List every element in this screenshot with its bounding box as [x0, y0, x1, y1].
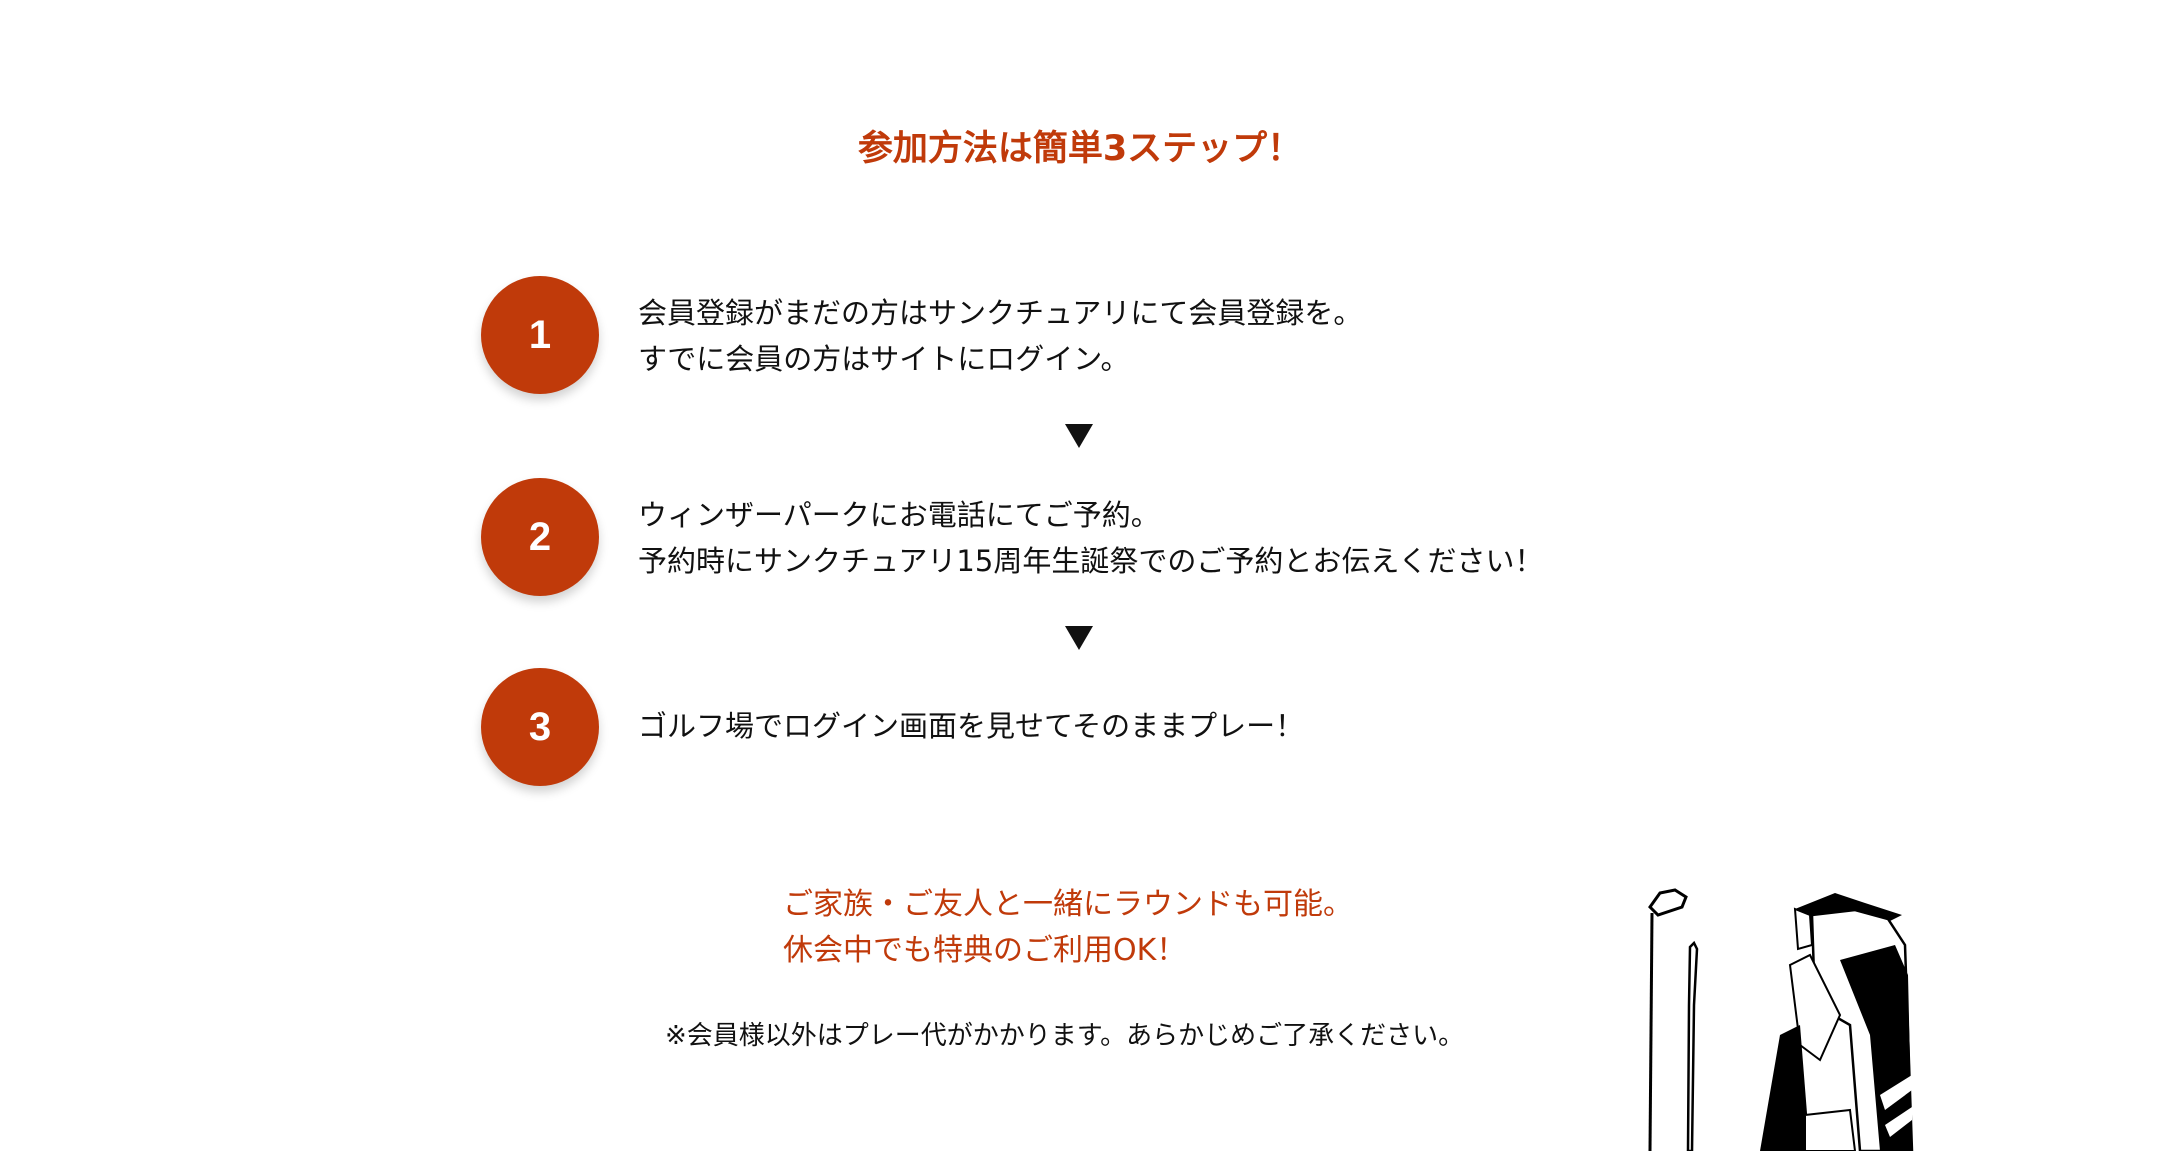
disclaimer-note: ※会員様以外はプレー代がかかります。あらかじめご了承ください。 — [665, 1021, 1465, 1051]
step-2-line-1: ウィンザーパークにお電話にてご予約。 — [638, 498, 1160, 532]
step-2-line-2: 予約時にサンクチュアリ15周年生誕祭でのご予約とお伝えください！ — [638, 544, 1544, 578]
step-2-badge: 2 — [481, 478, 599, 596]
down-arrow-icon — [1065, 626, 1093, 650]
step-1-line-1: 会員登録がまだの方はサンクチュアリにて会員登録を。 — [638, 296, 1363, 330]
step-3-line-1: ゴルフ場でログイン画面を見せてそのままプレー！ — [638, 709, 1305, 743]
step-1-line-2: すでに会員の方はサイトにログイン。 — [638, 342, 1130, 376]
highlight-line-2: 休会中でも特典のご利用OK！ — [783, 933, 1187, 968]
step-2-text: ウィンザーパークにお電話にてご予約。 予約時にサンクチュアリ15周年生誕祭でのご… — [638, 492, 1543, 584]
highlight-text: ご家族・ご友人と一緒にラウンドも可能。 休会中でも特典のご利用OK！ — [783, 882, 1353, 974]
section-title: 参加方法は簡単3ステップ！ — [857, 129, 1303, 169]
golf-bag-illustration-icon — [1648, 888, 1914, 1151]
highlight-line-1: ご家族・ご友人と一緒にラウンドも可能。 — [783, 887, 1353, 922]
down-arrow-icon — [1065, 424, 1093, 448]
step-1-badge: 1 — [481, 276, 599, 394]
step-3-text: ゴルフ場でログイン画面を見せてそのままプレー！ — [638, 703, 1304, 749]
step-3-badge: 3 — [481, 668, 599, 786]
step-1-text: 会員登録がまだの方はサンクチュアリにて会員登録を。 すでに会員の方はサイトにログ… — [638, 290, 1362, 382]
